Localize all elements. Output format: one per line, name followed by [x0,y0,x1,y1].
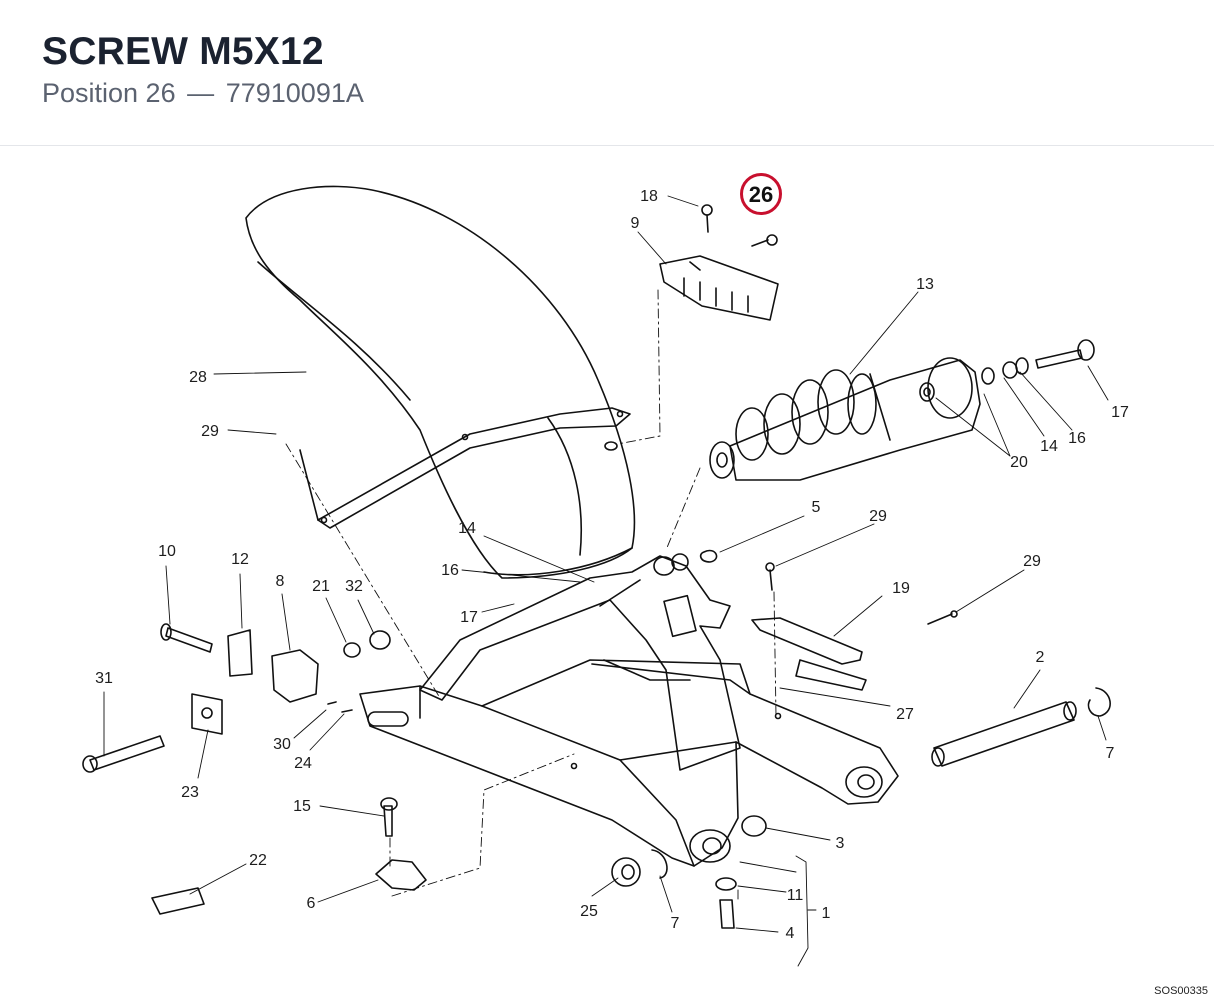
callout-30: 30 [273,736,291,753]
callout-23: 23 [181,784,199,801]
callout-11: 11 [787,887,804,904]
subtitle-separator: — [187,78,215,108]
callout-3: 3 [836,835,845,852]
chain-tensioner-parts [82,623,391,773]
callout-7-lower: 7 [671,915,680,932]
rear-mudguard [245,185,636,579]
callout-17-lower: 17 [460,609,478,626]
callout-22: 22 [249,852,267,869]
callout-18: 18 [640,188,658,205]
callout-12: 12 [231,551,249,568]
highlight-callout-number: 26 [749,182,773,207]
callout-1: 1 [822,905,831,922]
part-title: SCREW M5X12 [42,30,324,73]
callout-29-center: 29 [869,508,887,525]
callout-31: 31 [95,670,113,687]
callout-7-right: 7 [1106,745,1115,762]
highlight-ring [740,173,782,215]
callout-labels: 1 2 3 4 5 6 7 7 8 9 10 11 12 13 14 14 15… [95,188,1129,942]
callout-29-left: 29 [201,423,219,440]
position-label: Position 26 [42,78,176,108]
page-header: SCREW M5X12 Position 26 — 77910091A [0,0,1214,146]
callout-14-upper: 14 [1040,438,1058,455]
callout-32: 32 [345,578,363,595]
callout-24: 24 [294,755,312,772]
callout-2: 2 [1036,649,1045,666]
diagram-drawing [82,185,1111,967]
callout-25: 25 [580,903,598,920]
shock-top-hardware [981,339,1095,385]
callout-21: 21 [312,578,330,595]
callout-20: 20 [1010,454,1028,471]
callout-9: 9 [631,215,640,232]
callout-14-lower: 14 [458,520,476,537]
assembly-dash-lines [285,289,777,901]
callout-16-lower: 16 [441,562,459,579]
callout-6: 6 [307,895,316,912]
swingarm [359,659,899,867]
lower-hardware-parts [151,797,767,929]
callout-16-upper: 16 [1068,430,1086,447]
callout-10: 10 [158,543,176,560]
diagram-reference-code: SOS00335 [1154,985,1208,997]
callout-28: 28 [189,369,207,386]
callout-4: 4 [786,925,795,942]
callout-27: 27 [896,706,914,723]
shock-absorber [709,357,981,481]
callout-13: 13 [916,276,934,293]
pivot-and-bracket-parts [699,549,1111,767]
chain-guard [659,204,779,321]
callout-17-upper: 17 [1111,404,1129,421]
highlight-callout-26[interactable]: 26 [740,173,782,215]
callout-5: 5 [812,499,821,516]
callout-15: 15 [293,798,311,815]
callout-29-right: 29 [1023,553,1041,570]
part-subtitle: Position 26 — 77910091A [42,78,364,109]
suspension-linkage [419,553,741,771]
part-number: 77910091A [225,78,364,108]
callout-leaders [103,195,1109,967]
callout-8: 8 [276,573,285,590]
callout-19: 19 [892,580,910,597]
